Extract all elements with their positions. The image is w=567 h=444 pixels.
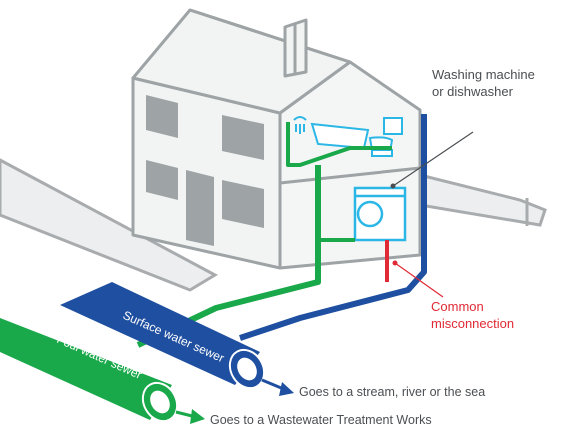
window: [146, 95, 178, 138]
surface-destination-label: Goes to a stream, river or the sea: [299, 385, 485, 399]
basin-icon: [371, 149, 393, 157]
appliance-leader-line: [392, 131, 474, 187]
cistern-icon: [383, 117, 403, 135]
appliance-leader-dot: [390, 183, 396, 189]
misconnection-leader-line: [394, 262, 444, 298]
surface-arrow-head: [279, 382, 294, 396]
flow-arrows: [175, 378, 294, 424]
surface-sewer-body: [60, 282, 260, 385]
floor-divider: [279, 166, 421, 185]
surface-sewer-opening: [237, 357, 257, 381]
shower-icon: [293, 116, 307, 121]
surface-water-sewer: [60, 282, 266, 390]
misconnection-label-line2: misconnection: [431, 316, 514, 331]
foul-sewer-body: [0, 318, 172, 420]
leader-lines: [390, 131, 474, 298]
foul-arrow-head: [190, 409, 205, 424]
front-door: [186, 170, 214, 246]
window: [222, 115, 264, 160]
window: [222, 180, 264, 228]
upstairs-foul-pipe: [286, 122, 392, 167]
appliance-label-line2: or dishwasher: [432, 84, 514, 99]
foul-water-sewer: [0, 318, 179, 423]
window: [146, 160, 178, 200]
misconnection-label-line1: Common: [431, 299, 484, 314]
washing-machine-icon: [353, 186, 407, 242]
misconnection-leader-dot: [392, 260, 398, 266]
surface-pipe-internal: [239, 114, 427, 341]
roof-ridge: [189, 8, 351, 64]
bathroom-fixtures: [293, 116, 403, 157]
appliance-label-line1: Washing machine: [432, 67, 535, 82]
foul-sewer-opening: [150, 390, 170, 414]
washing-machine-door: [356, 200, 384, 228]
surface-downpipe: [239, 114, 427, 341]
foul-destination-label: Goes to a Wastewater Treatment Works: [210, 413, 432, 427]
